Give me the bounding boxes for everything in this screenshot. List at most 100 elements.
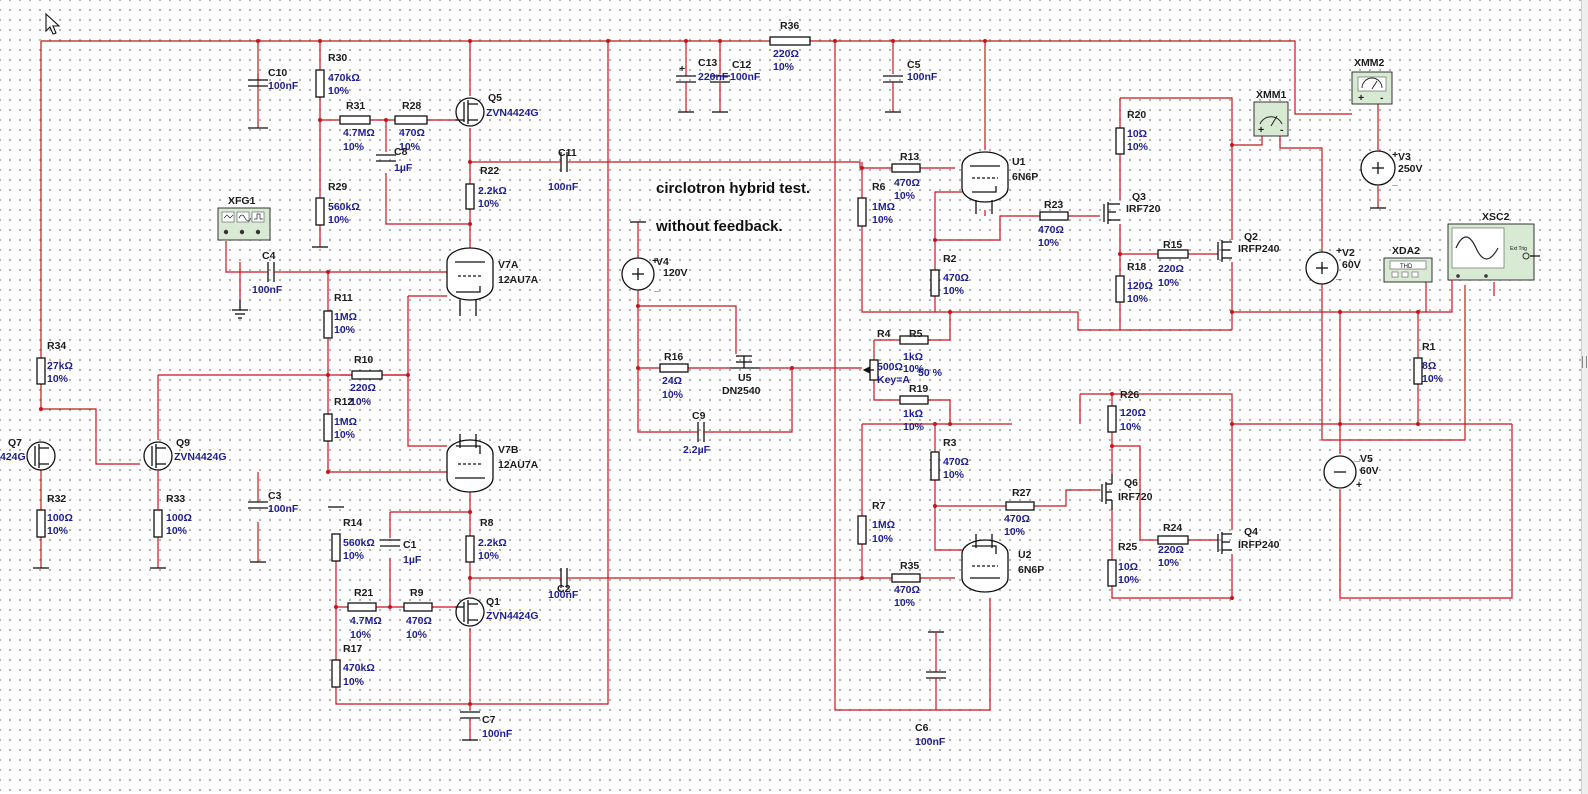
resistor-R26[interactable] — [1107, 405, 1117, 433]
resistor-R14[interactable] — [331, 533, 341, 562]
r27-value-label: 470Ω — [1004, 513, 1030, 525]
resistor-R2[interactable] — [930, 269, 940, 297]
resistor-R31[interactable] — [339, 115, 371, 125]
resistor-R9[interactable] — [403, 602, 433, 612]
c11-ref-label: C11 — [558, 147, 577, 159]
resistor-R16[interactable] — [659, 363, 689, 373]
resistor-R21[interactable] — [347, 602, 377, 612]
resistor-R32[interactable] — [36, 509, 46, 538]
resistor-R17[interactable] — [331, 659, 341, 688]
r19-tol-label: 10% — [903, 421, 925, 433]
tube-V7A[interactable] — [446, 247, 494, 316]
capacitor-C1[interactable] — [380, 539, 400, 547]
mosfet-Q3[interactable] — [1103, 202, 1120, 224]
mosfet-Q4[interactable] — [1217, 532, 1232, 554]
r29-ref-label: R29 — [328, 181, 347, 193]
resistor-R18[interactable] — [1115, 275, 1125, 303]
xmm2-ref-label: XMM2 — [1354, 57, 1384, 69]
resistor-R22[interactable] — [465, 183, 475, 210]
v7a-part-label: 12AU7A — [498, 274, 539, 286]
r21-value-label: 4.7MΩ — [350, 615, 382, 627]
resistor-R8[interactable] — [465, 535, 475, 563]
r3-value-label: 470Ω — [943, 456, 969, 468]
instrument-XDA2[interactable]: THD — [1383, 257, 1433, 283]
tube-V7B[interactable] — [446, 434, 494, 493]
source-V5[interactable] — [1323, 455, 1357, 489]
capacitor-C8[interactable] — [376, 154, 396, 162]
resistor-R1[interactable] — [1413, 357, 1423, 385]
tube-U1[interactable] — [961, 151, 1009, 214]
mosfet-Q9[interactable] — [143, 441, 173, 510]
r34-value-label: 27kΩ — [47, 360, 73, 372]
r5-value-label: 1kΩ — [903, 351, 923, 363]
instrument-XMM2[interactable]: +- — [1351, 71, 1393, 105]
resistor-R12[interactable] — [323, 413, 333, 442]
tube-U2[interactable] — [961, 534, 1009, 593]
r8-ref-label: R8 — [480, 517, 494, 529]
r16-ref-label: R16 — [664, 351, 683, 363]
r27-ref-label: R27 — [1012, 487, 1031, 499]
resistor-R3[interactable] — [930, 451, 940, 481]
r16-value-label: 24Ω — [662, 375, 682, 387]
resistor-R29[interactable] — [315, 197, 325, 226]
capacitor-C11[interactable] — [552, 152, 576, 172]
resistor-R25[interactable] — [1107, 559, 1117, 587]
resistor-R10[interactable] — [351, 370, 383, 380]
vertical-scrollbar[interactable] — [1581, 0, 1588, 794]
v5-ref-label: V5 — [1360, 453, 1373, 465]
resistor-R15[interactable] — [1157, 249, 1189, 259]
resistor-R30[interactable] — [315, 69, 325, 98]
resistor-R27[interactable] — [1005, 501, 1035, 511]
capacitor-C4[interactable] — [262, 262, 284, 282]
resistor-R28[interactable] — [394, 115, 428, 125]
capacitor-C13[interactable]: + — [676, 63, 696, 113]
source-V4[interactable] — [621, 257, 655, 291]
mosfet-Q1[interactable] — [455, 597, 485, 627]
scroll-grip-icon[interactable] — [1582, 356, 1587, 368]
resistor-R13[interactable] — [891, 163, 921, 173]
capacitor-C10[interactable] — [248, 74, 268, 129]
mosfet-Q7[interactable] — [26, 441, 56, 471]
r20-ref-label: R20 — [1127, 109, 1146, 121]
resistor-R7[interactable] — [857, 515, 867, 545]
capacitor-C6[interactable] — [926, 631, 946, 710]
r23-tol-label: 10% — [1038, 237, 1060, 249]
resistor-R19[interactable] — [899, 395, 929, 405]
r13-ref-label: R13 — [900, 151, 919, 163]
resistor-R11[interactable] — [323, 310, 333, 339]
resistor-R20[interactable] — [1115, 127, 1125, 155]
svg-text:+: + — [1258, 124, 1264, 136]
mosfet-Q6[interactable] — [1101, 474, 1113, 510]
resistor-R23[interactable] — [1039, 211, 1069, 221]
resistor-R6[interactable] — [857, 197, 867, 227]
capacitor-C3[interactable] — [248, 501, 268, 563]
mosfet-U5[interactable] — [730, 355, 760, 369]
capacitor-C9[interactable] — [690, 422, 712, 442]
instruments: +- +- THD Ext Trig — [217, 71, 1540, 283]
capacitor-C7[interactable] — [460, 711, 480, 741]
capacitor-C5[interactable] — [883, 75, 903, 113]
instrument-XSC2[interactable]: Ext Trig — [1447, 223, 1540, 281]
resistor-R5[interactable] — [899, 335, 929, 345]
capacitor-C2[interactable] — [552, 568, 576, 588]
source-V2[interactable] — [1305, 251, 1339, 285]
mosfet-Q2[interactable] — [1217, 240, 1232, 262]
r14-tol-label: 10% — [343, 550, 365, 562]
r12-ref-label: R12 — [334, 396, 353, 408]
resistor-R24[interactable] — [1157, 535, 1189, 545]
resistor-R33[interactable] — [153, 509, 163, 538]
source-V3[interactable] — [1360, 150, 1396, 186]
resistor-R35[interactable] — [891, 573, 921, 583]
capacitor-C12[interactable] — [710, 75, 730, 113]
meter-needle-icon — [1361, 77, 1383, 90]
resistor-R36[interactable] — [769, 36, 811, 46]
instrument-XFG1[interactable] — [217, 207, 271, 241]
r25-ref-label: R25 — [1118, 541, 1137, 553]
mosfet-Q5[interactable] — [455, 97, 485, 127]
c8-value-label: 1µF — [394, 162, 413, 174]
resistor-R34[interactable] — [36, 357, 46, 385]
q1-part-label: ZVN4424G — [486, 610, 539, 622]
instrument-XMM1[interactable]: +- — [1253, 101, 1289, 137]
